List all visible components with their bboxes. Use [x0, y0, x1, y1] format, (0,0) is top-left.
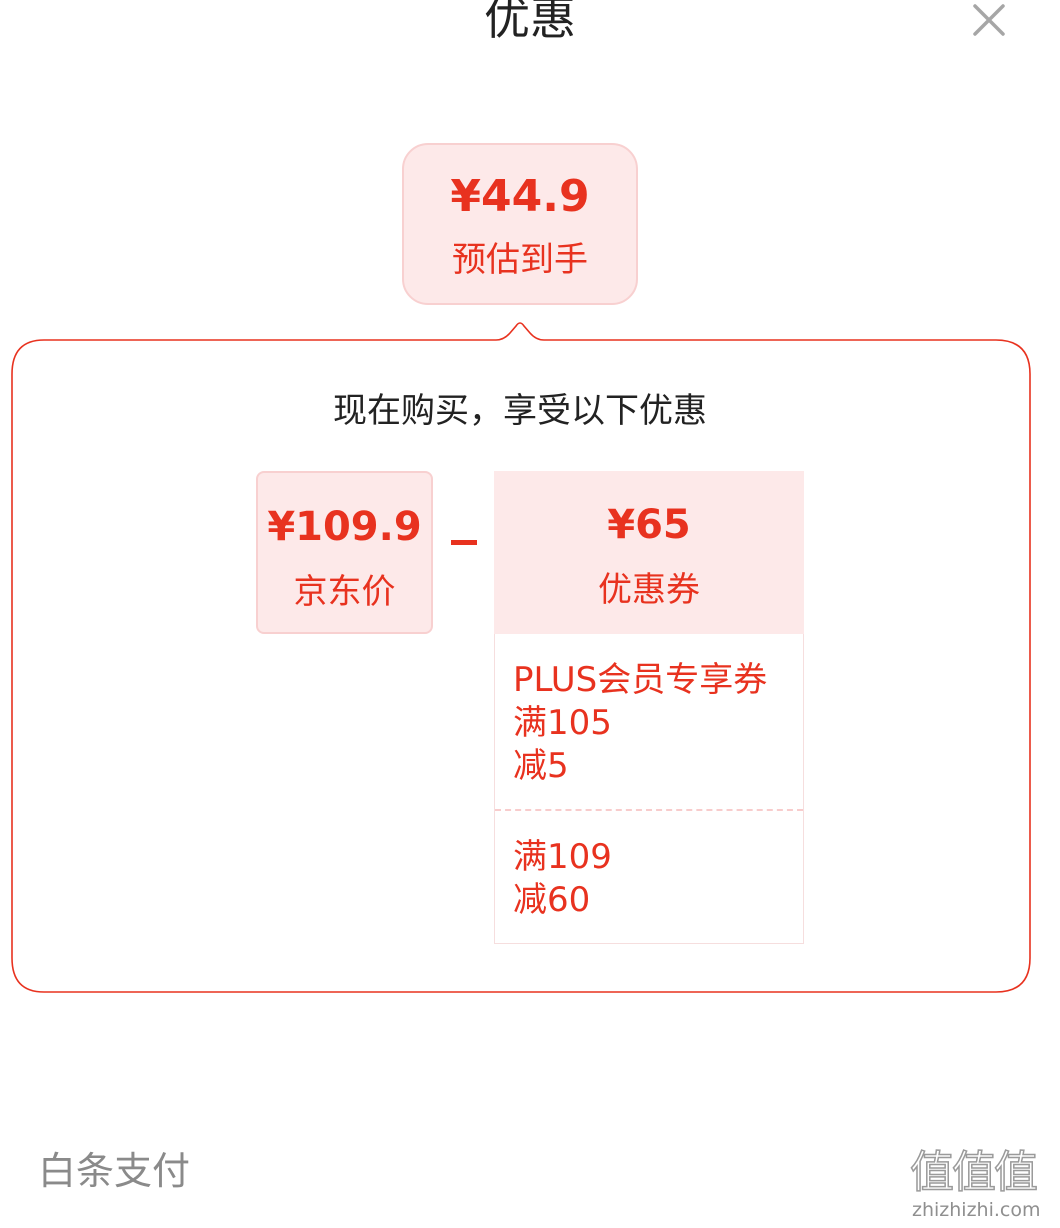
- coupon-item-threshold: 满109: [513, 837, 612, 877]
- coupon-item: 满109 减60: [513, 836, 803, 922]
- site-watermark: 值值值 zhizhizhi.com: [908, 1146, 1056, 1224]
- coupon-item-discount: 减60: [513, 880, 591, 920]
- coupon-item-discount: 减5: [513, 746, 569, 786]
- watermark-url: zhizhizhi.com: [912, 1199, 1041, 1221]
- coupon-item-title: PLUS会员专享券: [513, 660, 768, 700]
- coupon-card: ¥65 优惠券: [494, 471, 804, 634]
- watermark-logo: 值值值: [909, 1146, 1039, 1199]
- coupon-item-threshold: 满105: [513, 703, 612, 743]
- jd-price-label: 京东价: [293, 572, 396, 612]
- coupon-divider: [495, 809, 803, 811]
- estimated-price: ¥44.9: [450, 171, 590, 222]
- estimated-price-card: ¥44.9 预估到手: [402, 143, 638, 305]
- estimated-price-label: 预估到手: [452, 240, 588, 280]
- coupon-amount: ¥65: [607, 502, 691, 548]
- coupon-item: PLUS会员专享券 满105 减5: [513, 659, 803, 788]
- jd-price-amount: ¥109.9: [267, 504, 422, 550]
- close-button[interactable]: [966, 0, 1012, 44]
- page-title: 优惠: [484, 0, 576, 45]
- jd-price-card: ¥109.9 京东价: [256, 471, 433, 634]
- close-icon: [973, 4, 1005, 36]
- baitiao-payment-label[interactable]: 白条支付: [38, 1149, 191, 1193]
- minus-operator: [451, 540, 477, 545]
- discount-heading: 现在购买，享受以下优惠: [333, 391, 707, 431]
- coupon-label: 优惠券: [598, 570, 700, 610]
- coupon-list: PLUS会员专享券 满105 减5 满109 减60: [494, 634, 804, 944]
